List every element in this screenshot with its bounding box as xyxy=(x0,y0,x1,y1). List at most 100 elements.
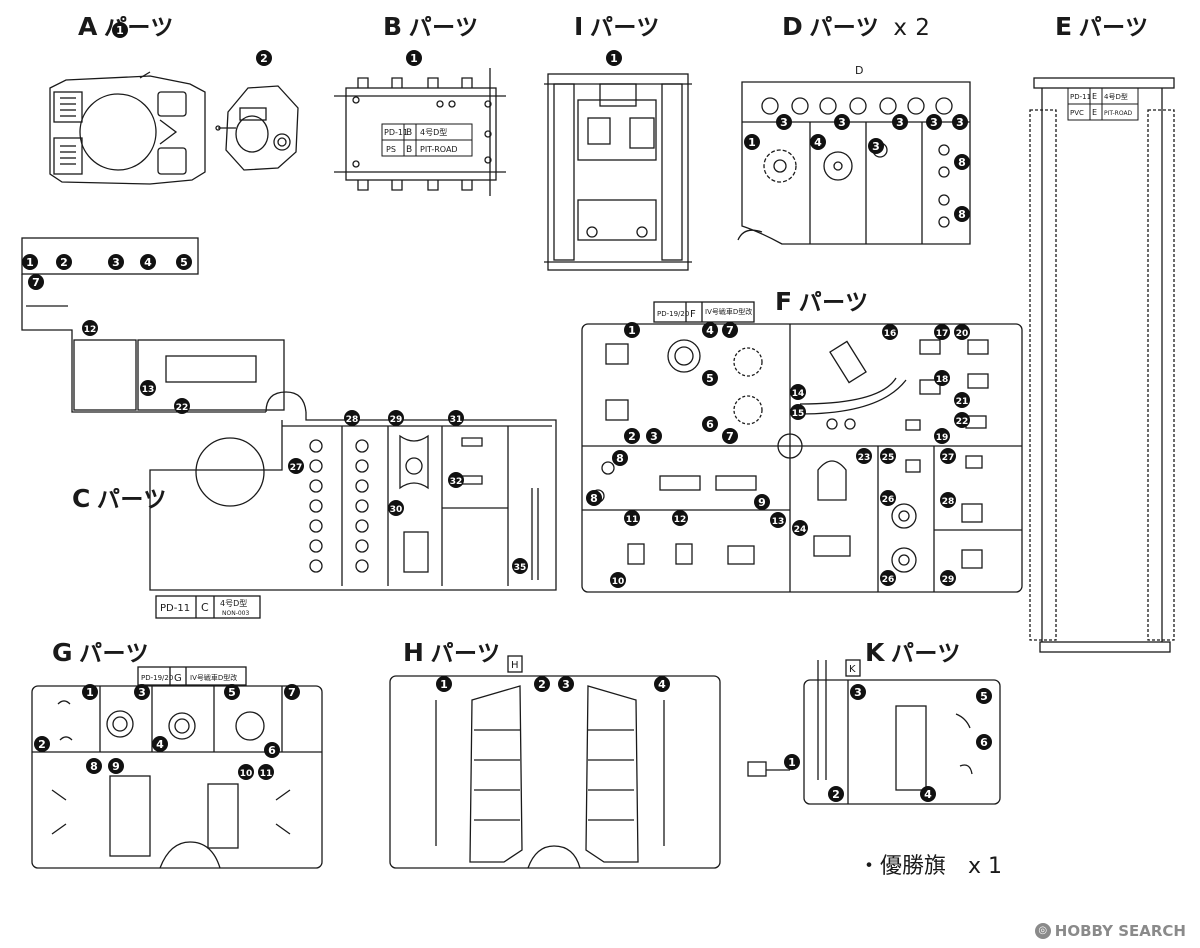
plate-e-letter-2: E xyxy=(1092,108,1097,117)
svg-text:27: 27 xyxy=(942,453,955,463)
marker-h-1: 1 xyxy=(436,676,452,692)
marker-f-1: 1 xyxy=(624,322,640,338)
svg-text:26: 26 xyxy=(882,575,895,585)
marker-f-21: 21 xyxy=(954,392,970,408)
plate-g-letter: G xyxy=(174,673,182,684)
svg-text:4: 4 xyxy=(924,788,932,801)
svg-text:19: 19 xyxy=(936,433,949,443)
marker-k-6: 6 xyxy=(976,734,992,750)
svg-text:5: 5 xyxy=(980,690,988,703)
plate-e-code2: PVC xyxy=(1070,109,1084,117)
marker-f-9: 9 xyxy=(754,494,770,510)
marker-k-3: 3 xyxy=(850,684,866,700)
marker-f-8: 8 xyxy=(586,490,602,506)
svg-text:4: 4 xyxy=(658,678,666,691)
marker-c-29: 29 xyxy=(388,410,404,426)
marker-c-3: 3 xyxy=(108,254,124,270)
svg-text:14: 14 xyxy=(792,389,805,399)
marker-f-26: 26 xyxy=(880,490,896,506)
plate-f-name: IV号戦車D型改 xyxy=(705,307,752,316)
svg-text:7: 7 xyxy=(32,276,40,289)
plate-c-name: 4号D型 xyxy=(220,599,247,608)
marker-f-3: 3 xyxy=(646,428,662,444)
marker-h-3: 3 xyxy=(558,676,574,692)
sprue-c-frame xyxy=(21,237,557,591)
svg-text:8: 8 xyxy=(958,156,966,169)
svg-text:28: 28 xyxy=(942,497,955,507)
plate-c-sub: NON-003 xyxy=(222,610,249,617)
marker-g-1: 1 xyxy=(82,684,98,700)
marker-d-3: 3 xyxy=(892,114,908,130)
svg-text:30: 30 xyxy=(390,505,403,515)
svg-text:8: 8 xyxy=(590,492,598,505)
part-a1-turret xyxy=(49,71,206,185)
svg-text:29: 29 xyxy=(390,415,403,425)
marker-d-8: 8 xyxy=(954,154,970,170)
marker-g-9: 9 xyxy=(108,758,124,774)
svg-text:28: 28 xyxy=(346,415,359,425)
marker-f-17: 17 xyxy=(934,324,950,340)
svg-text:13: 13 xyxy=(142,385,155,395)
svg-text:20: 20 xyxy=(956,329,969,339)
marker-d-3: 3 xyxy=(776,114,792,130)
marker-k-2: 2 xyxy=(828,786,844,802)
marker-f-15: 15 xyxy=(790,404,806,420)
marker-k-5: 5 xyxy=(976,688,992,704)
svg-text:6: 6 xyxy=(268,744,276,757)
part-i1-hull-floor xyxy=(544,73,692,271)
svg-text:1: 1 xyxy=(628,324,636,337)
marker-f-13: 13 xyxy=(770,512,786,528)
marker-c-7: 7 xyxy=(28,274,44,290)
svg-text:27: 27 xyxy=(290,463,303,473)
marker-f-27: 27 xyxy=(940,448,956,464)
plate-c-code: PD-11 xyxy=(160,603,190,614)
svg-text:3: 3 xyxy=(562,678,570,691)
marker-c-12: 12 xyxy=(82,320,98,336)
svg-text:32: 32 xyxy=(450,477,463,487)
plate-e-letter: E xyxy=(1092,92,1097,101)
svg-text:2: 2 xyxy=(38,738,46,751)
svg-text:3: 3 xyxy=(650,430,658,443)
plate-g-name: IV号戦車D型改 xyxy=(190,673,237,682)
plate-f-letter: F xyxy=(690,309,696,320)
marker-f-25: 25 xyxy=(880,448,896,464)
svg-text:16: 16 xyxy=(884,329,897,339)
marker-c-1: 1 xyxy=(22,254,38,270)
marker-f-4: 4 xyxy=(702,322,718,338)
svg-text:3: 3 xyxy=(854,686,862,699)
marker-f-8: 8 xyxy=(612,450,628,466)
svg-text:3: 3 xyxy=(956,116,964,129)
svg-text:2: 2 xyxy=(260,52,268,65)
marker-g-4: 4 xyxy=(152,736,168,752)
sprue-k-gate: K xyxy=(849,664,856,675)
marker-f-19: 19 xyxy=(934,428,950,444)
svg-text:12: 12 xyxy=(674,515,687,525)
svg-text:5: 5 xyxy=(706,372,714,385)
svg-text:1: 1 xyxy=(26,256,34,269)
marker-g-10: 10 xyxy=(238,764,254,780)
marker-k-1: 1 xyxy=(784,754,800,770)
marker-f-14: 14 xyxy=(790,384,806,400)
marker-i-1: 1 xyxy=(606,50,622,66)
plate-b-letter: B xyxy=(406,128,412,138)
svg-text:3: 3 xyxy=(112,256,120,269)
svg-text:4: 4 xyxy=(156,738,164,751)
marker-b-1: 1 xyxy=(406,50,422,66)
marker-d-8: 8 xyxy=(954,206,970,222)
svg-text:1: 1 xyxy=(410,52,418,65)
plate-b-code1: PD-11 xyxy=(384,128,408,137)
marker-g-7: 7 xyxy=(284,684,300,700)
hobby-search-logo-icon: ◎ xyxy=(1034,923,1051,939)
plate-b-name: 4号D型 xyxy=(420,128,447,137)
plate-e-maker: PIT-ROAD xyxy=(1104,110,1133,117)
svg-text:4: 4 xyxy=(706,324,714,337)
